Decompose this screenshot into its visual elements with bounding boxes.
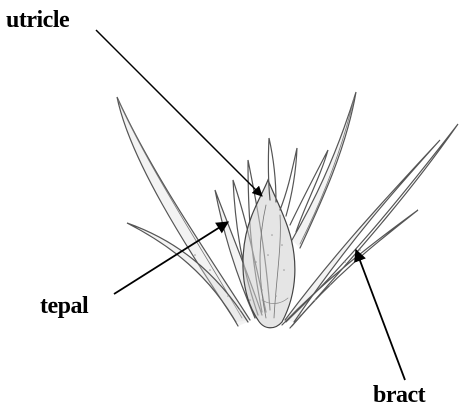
bract-leaf-right-3 [286, 124, 458, 326]
central-spike-4 [292, 92, 356, 248]
flower-drawing [117, 92, 458, 328]
utricle-label: utricle [6, 8, 69, 32]
bract-leader-arrow [356, 250, 405, 380]
bract-leaf-left [117, 97, 250, 322]
tepal-label: tepal [40, 294, 88, 318]
bract-label: bract [373, 383, 425, 407]
central-spike-2 [280, 148, 297, 216]
utricle-body [243, 180, 295, 328]
